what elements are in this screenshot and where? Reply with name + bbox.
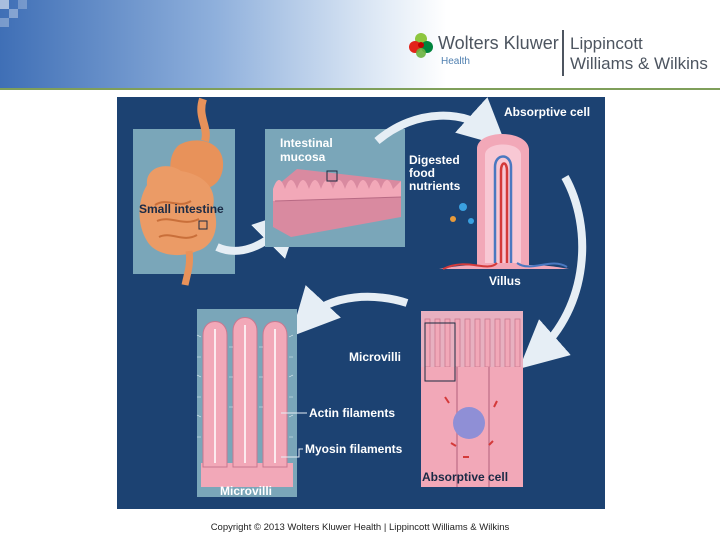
partner-line-1: Lippincott bbox=[570, 34, 643, 53]
decorative-square bbox=[9, 9, 18, 18]
label-actin-filaments: Actin filaments bbox=[309, 406, 395, 420]
label-digested-line1: Digested bbox=[409, 153, 460, 167]
label-small-intestine: Small intestine bbox=[139, 202, 224, 216]
brand-name: Wolters Kluwer bbox=[438, 33, 559, 53]
absorptive-cell-illustration bbox=[421, 311, 523, 487]
small-intestine-illustration bbox=[139, 97, 224, 286]
brand-divider bbox=[562, 30, 564, 76]
label-intestinal-mucosa-line2: mucosa bbox=[280, 150, 326, 164]
decorative-square bbox=[18, 0, 27, 9]
intestinal-absorption-diagram: Small intestine Intestinal mucosa Absorp… bbox=[117, 97, 605, 509]
copyright-footer: Copyright © 2013 Wolters Kluwer Health |… bbox=[210, 522, 510, 533]
label-digested-line2: food bbox=[409, 166, 435, 180]
decorative-square bbox=[0, 0, 9, 9]
intestinal-mucosa-illustration bbox=[273, 169, 402, 237]
label-absorptive-cell-bottom: Absorptive cell bbox=[422, 470, 508, 484]
brand-division: Health bbox=[441, 56, 470, 67]
myosin-leader-line bbox=[281, 448, 303, 458]
villus-illustration bbox=[439, 134, 569, 270]
wolters-kluwer-logo-icon bbox=[409, 33, 433, 58]
decorative-square bbox=[0, 18, 9, 27]
flow-arrow-2 bbox=[374, 97, 507, 148]
partner-line-2: Williams & Wilkins bbox=[570, 54, 708, 73]
microvilli-detail-illustration bbox=[196, 317, 294, 487]
label-villus: Villus bbox=[489, 274, 521, 288]
header-rule bbox=[0, 88, 720, 90]
label-absorptive-cell-top: Absorptive cell bbox=[504, 105, 590, 119]
partner-name: Lippincott Williams & Wilkins bbox=[570, 34, 708, 74]
label-digested-line3: nutrients bbox=[409, 179, 461, 193]
label-intestinal-mucosa-line1: Intestinal bbox=[280, 136, 333, 150]
slide-header: Wolters Kluwer Health Lippincott William… bbox=[0, 0, 720, 88]
flow-arrow-4 bbox=[290, 285, 409, 337]
label-myosin-filaments: Myosin filaments bbox=[305, 442, 403, 456]
label-microvilli-mid: Microvilli bbox=[349, 350, 401, 364]
flow-arrow-3 bbox=[519, 175, 587, 369]
label-microvilli-bottom: Microvilli bbox=[220, 484, 272, 498]
publisher-logo: Wolters Kluwer Health Lippincott William… bbox=[404, 26, 720, 80]
